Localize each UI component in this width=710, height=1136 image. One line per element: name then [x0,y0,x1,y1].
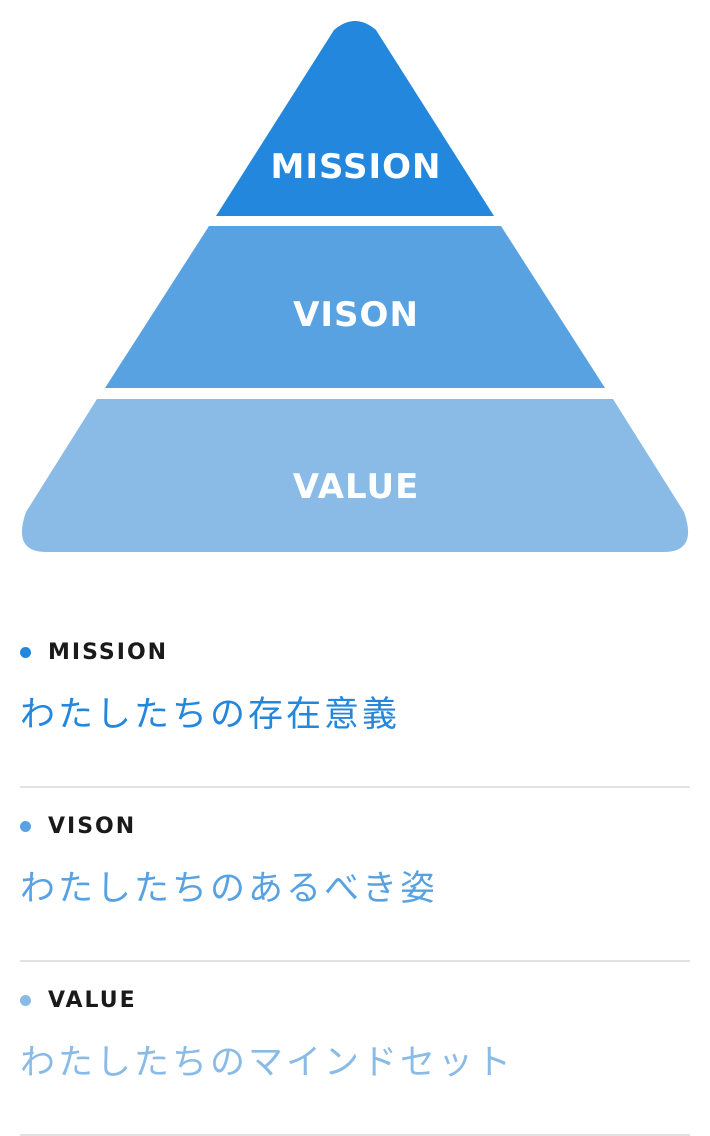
pyramid-tier-mission[interactable] [216,21,494,216]
list-item-value: VALUE わたしたちのマインドセット [20,962,690,1136]
pyramid-label-mission: MISSION [271,147,442,187]
list-item-mission: MISSION わたしたちの存在意義 [20,614,690,788]
bullet-dot-icon [20,646,31,658]
list-item-label: MISSION [48,639,169,665]
list-item-header: MISSION [20,638,168,666]
pyramid-label-vision: VISON [293,295,419,335]
list-item-vision: VISON わたしたちのあるべき姿 [20,788,690,962]
definition-list: MISSION わたしたちの存在意義 VISON わたしたちのあるべき姿 VAL… [20,614,690,1136]
list-item-description: わたしたちの存在意義 [20,695,401,735]
list-item-description: わたしたちのマインドセット [20,1043,515,1083]
pyramid-label-value: VALUE [293,467,420,507]
list-item-description: わたしたちのあるべき姿 [20,869,439,909]
pyramid-diagram: MISSION VISON VALUE [21,21,689,552]
list-item-header: VISON [20,812,136,840]
list-item-header: VALUE [20,986,137,1014]
list-item-label: VISON [48,813,137,839]
pyramid-tier-vision[interactable] [105,226,605,388]
bullet-dot-icon [20,994,31,1006]
pyramid-tier-value[interactable] [21,399,689,552]
list-item-label: VALUE [48,987,137,1013]
bullet-dot-icon [20,820,31,832]
